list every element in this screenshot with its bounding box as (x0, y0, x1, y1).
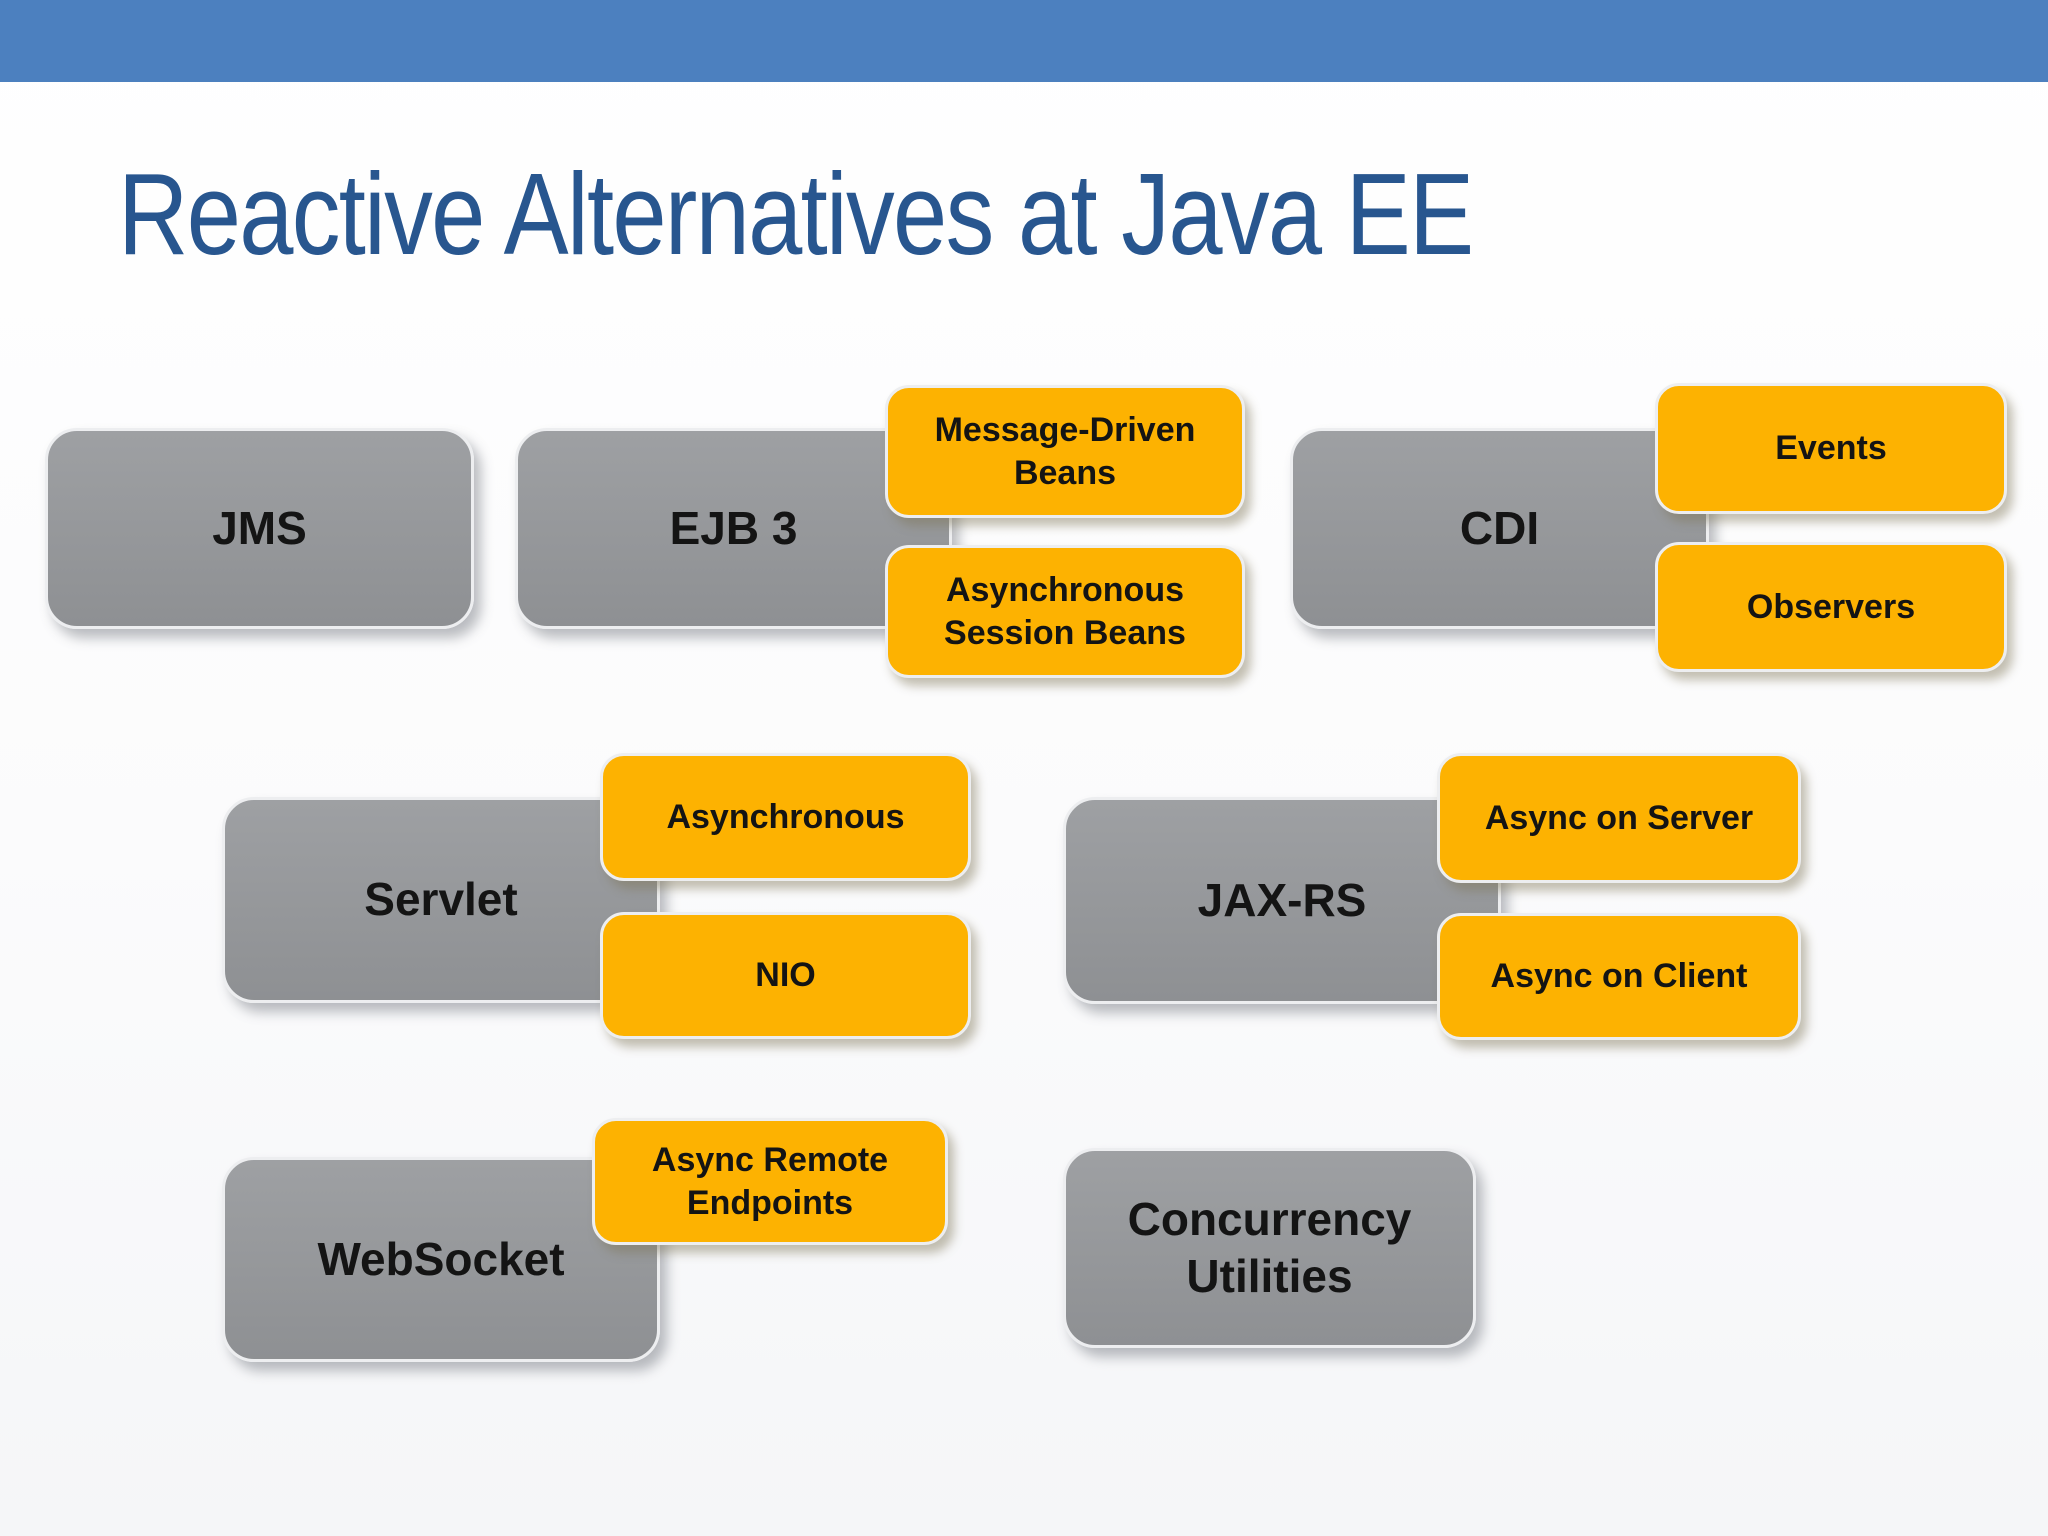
feature-box-async-remote-endpoints: Async Remote Endpoints (592, 1118, 948, 1245)
group-box-servlet: Servlet (222, 797, 660, 1003)
message-driven-beans-label: Message-Driven Beans (934, 411, 1196, 492)
asynchronous-label: Asynchronous (666, 797, 905, 836)
page-title: Reactive Alternatives at Java EE (118, 149, 1474, 279)
feature-box-asynchronous-session-beans: Asynchronous Session Beans (885, 545, 1245, 678)
async-remote-endpoints-label: Async Remote Endpoints (651, 1141, 889, 1222)
top-accent-bar (0, 0, 2048, 82)
group-box-concurrency-utilities: Concurrency Utilities (1063, 1148, 1476, 1348)
group-box-jaxrs: JAX-RS (1063, 797, 1501, 1004)
jms-label: JMS (212, 501, 307, 554)
cdi-label: CDI (1459, 501, 1540, 554)
asynchronous-session-beans-label: Asynchronous Session Beans (944, 571, 1186, 652)
group-box-cdi: CDI (1290, 428, 1709, 629)
ejb3-label: EJB 3 (669, 501, 798, 554)
feature-box-async-on-client: Async on Client (1437, 913, 1801, 1040)
feature-box-message-driven-beans: Message-Driven Beans (885, 385, 1245, 518)
async-on-client-label: Async on Client (1490, 957, 1748, 996)
group-box-websocket: WebSocket (222, 1157, 660, 1362)
feature-box-async-on-server: Async on Server (1437, 753, 1801, 883)
feature-box-nio: NIO (600, 912, 971, 1039)
feature-box-events: Events (1655, 383, 2007, 514)
group-box-jms: JMS (45, 428, 474, 629)
jaxrs-label: JAX-RS (1197, 873, 1367, 926)
concurrency-utilities-label: Concurrency Utilities (1127, 1192, 1412, 1303)
events-label: Events (1775, 429, 1887, 468)
feature-box-asynchronous: Asynchronous (600, 753, 971, 881)
async-on-server-label: Async on Server (1484, 798, 1754, 837)
observers-label: Observers (1746, 587, 1916, 626)
group-box-ejb3: EJB 3 (515, 428, 952, 629)
servlet-label: Servlet (364, 873, 518, 926)
feature-box-observers: Observers (1655, 542, 2007, 672)
nio-label: NIO (755, 956, 816, 995)
websocket-label: WebSocket (317, 1232, 565, 1285)
